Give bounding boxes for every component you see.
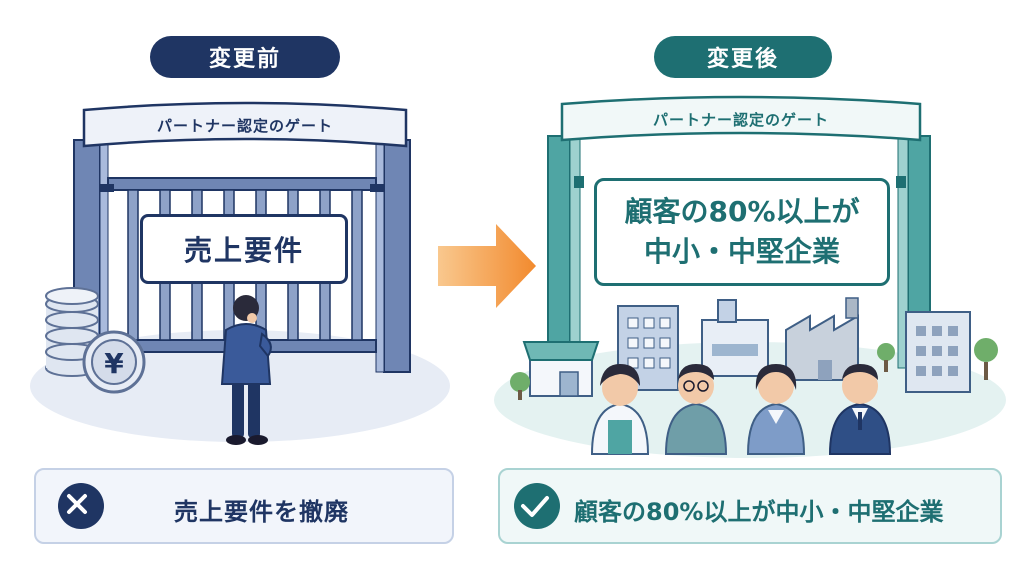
yen-symbol: ¥ [104,347,124,380]
before-gate-label: パートナー認定のゲート [156,116,333,135]
x-icon-badge [58,483,104,529]
sales-requirement-sign: 売上要件 [140,214,348,284]
before-result-text: 売上要件を撤廃 [174,498,349,526]
customer-requirement-line-2: 中小・中堅企業 [643,235,840,268]
check-icon-badge [514,483,560,529]
arrow-right-icon [438,224,536,308]
coin-stack [45,287,146,394]
after-gate-label: パートナー認定のゲート [652,110,829,129]
after-result-text: 顧客の80%以上が中小・中堅企業 [574,498,944,526]
after-tag: 変更後 [654,36,832,78]
after-result-box: 顧客の80%以上が中小・中堅企業 [498,468,1002,544]
customer-requirement-sign: 顧客の80%以上が 中小・中堅企業 [594,178,890,286]
before-result-box: 売上要件を撤廃 [34,468,454,544]
customer-requirement-line-1: 顧客の80%以上が [624,195,860,228]
city-buildings [510,297,998,400]
people-group [590,364,892,455]
before-tag: 変更前 [150,36,340,78]
businessman-figure [220,295,272,445]
open-gate [547,95,931,369]
